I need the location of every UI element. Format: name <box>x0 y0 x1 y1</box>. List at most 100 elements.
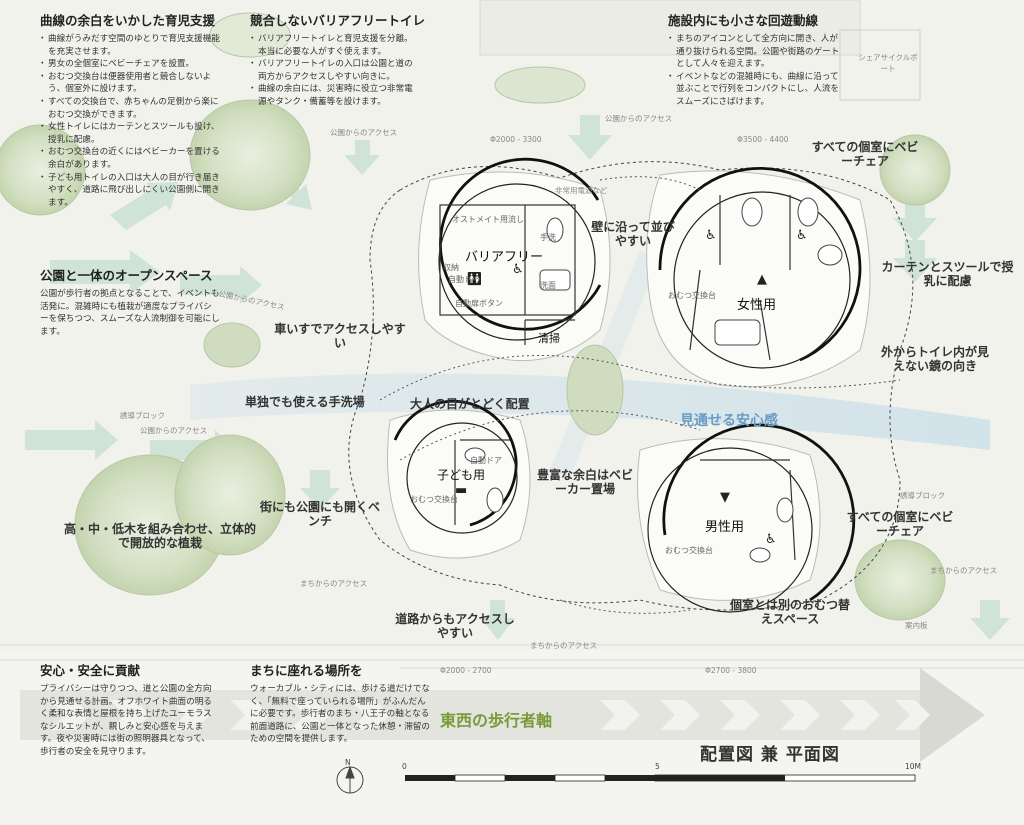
building-footprint <box>387 409 531 559</box>
block-safety-text: プライバシーは守りつつ、道と公園の全方向から見通せる計画。オフホワイト曲面の明る… <box>40 684 212 757</box>
block-safety: 安心・安全に貢献 プライバシーは守りつつ、道と公園の全方向から見通せる計画。オフ… <box>40 660 218 759</box>
access-label: 公園からのアクセス <box>140 426 208 435</box>
callout-babychair-female: すべての個室にベビーチェア <box>811 140 919 168</box>
baby-chair-icon: ♿︎ <box>705 228 717 243</box>
block-childcare-title: 曲線の余白をいかした育児支援 <box>40 13 216 28</box>
room-barrierfree: バリアフリー <box>465 250 544 265</box>
block-seating: まちに座れる場所を ウォーカブル・シティには、歩ける道だけでなく、「無料で座って… <box>250 660 430 746</box>
block-circulation-item: イベントなどの混雑時にも、曲線に沿って並ぶことで行列をコンパクトにし、人流をスム… <box>666 71 843 109</box>
braille-label: 誘導ブロック <box>900 491 945 500</box>
tree <box>854 539 946 621</box>
baby-changing-icon: ▬ <box>455 483 468 498</box>
fixture-label: 手洗 <box>540 233 556 242</box>
block-childcare-item: 女性トイレにはカーテンとスツールも設け、授乳に配慮。 <box>38 121 220 146</box>
access-arrow <box>180 266 262 304</box>
callout-changing: 個室とは別のおむつ替えスペース <box>729 598 850 626</box>
block-barrierfree-item: バリアフリートイレと育児支援を分離。本当に必要な人がすぐ使えます。 <box>248 33 420 58</box>
block-barrierfree-item: バリアフリートイレの入口は公園と道の両方からアクセスしやすい向きに。 <box>248 58 420 83</box>
pedestrian-axis-arrow <box>20 668 985 762</box>
access-label: まちからのアクセス <box>530 641 598 650</box>
fixture-label: 自動扉ボタン <box>455 299 503 308</box>
callout-babychair-male: すべての個室にベビーチェア <box>846 510 954 538</box>
drawing-title: 配置図 兼 平面図 <box>700 745 840 765</box>
access-label: 公園からのアクセス <box>605 114 673 123</box>
tree <box>494 66 586 104</box>
block-safety-title: 安心・安全に貢献 <box>40 663 141 678</box>
wheelchair-icon: ♿ <box>512 262 524 277</box>
block-circulation: 施設内にも小さな回遊動線 まちのアイコンとして全方向に開き、人が通り抜けられる空… <box>666 10 843 109</box>
fixture-label: 自動ドア <box>470 456 502 465</box>
tree <box>879 134 951 206</box>
share-cycle-label: シェアサイクルポート <box>858 53 918 73</box>
callout-mirror: 外からトイレ内が見えない鏡の向き <box>880 345 989 373</box>
block-barrierfree-title: 競合しないバリアフリートイレ <box>250 13 426 28</box>
block-openspace-title: 公園と一体のオープンスペース <box>40 268 213 283</box>
dimension-label: Φ2000 - 2700 <box>440 666 492 675</box>
dimension-label: Φ2000 - 3300 <box>490 135 542 144</box>
block-childcare-item: 子ども用トイレの入口は大人の目が行き届きやすく、道路に飛び出しにくい公園側に開き… <box>38 172 220 210</box>
access-arrow <box>970 600 1010 640</box>
fixture-label: 洗面 <box>540 281 556 290</box>
north-label: N <box>345 758 351 767</box>
pedestrian-axis-label: 東西の歩行者軸 <box>440 711 553 730</box>
scale-label-10: 10M <box>905 762 922 771</box>
block-seating-text: ウォーカブル・シティには、歩ける道だけでなく、「無料で座っていられる場所」がふん… <box>250 684 430 745</box>
callout-nursing: カーテンとスツールで授乳に配慮 <box>881 260 1014 288</box>
access-arrow <box>893 200 937 242</box>
callout-handwash: 単独でも使える手洗場 <box>245 395 365 409</box>
access-arrow <box>893 240 937 282</box>
callout-queue: 壁に沿って並びやすい <box>591 220 675 248</box>
fixture-label: おむつ交換台 <box>665 546 713 555</box>
male-wall <box>662 423 856 602</box>
access-arrow <box>50 250 160 294</box>
scale-label-5: 5 <box>655 762 660 771</box>
callout-planting: 高・中・低木を組み合わせ、立体的で開放的な植栽 <box>63 522 256 550</box>
tree <box>203 322 261 368</box>
room-male: 男性用 <box>705 520 745 535</box>
female-wall <box>658 166 862 362</box>
access-arrow <box>481 600 515 640</box>
block-childcare: 曲線の余白をいかした育児支援 曲線がうみだす空間のゆとりで育児支援機能を充実させ… <box>38 10 220 210</box>
block-seating-title: まちに座れる場所を <box>250 663 363 678</box>
callout-road-access: 道路からもアクセスしやすい <box>395 612 515 640</box>
room-kids: 子ども用 <box>437 468 486 482</box>
dimension-label: Φ2700 - 3800 <box>705 666 757 675</box>
access-label: まちからのアクセス <box>300 579 368 588</box>
fixture-label: オストメイト用流し <box>452 215 524 224</box>
baby-chair-icon: ♿︎ <box>765 532 777 547</box>
male-icon: ▼ <box>720 490 730 505</box>
block-childcare-item: 曲線がうみだす空間のゆとりで育児支援機能を充実させます。 <box>38 33 220 58</box>
fixture-label: おむつ交換台 <box>410 495 458 504</box>
baby-chair-icon: ♿︎ <box>796 228 808 243</box>
tree <box>566 344 624 436</box>
block-barrierfree: 競合しないバリアフリートイレ バリアフリートイレと育児支援を分離。本当に必要な人… <box>248 10 426 109</box>
building-footprint <box>418 171 611 362</box>
room-cleaning: 清掃 <box>538 332 560 345</box>
callout-strollers: 豊富な余白はベビーカー置場 <box>536 468 633 496</box>
block-circulation-title: 施設内にも小さな回遊動線 <box>668 13 819 28</box>
block-childcare-item: すべての交換台で、赤ちゃんの足側から楽におむつ交換ができます。 <box>38 96 220 121</box>
access-label: 公園からのアクセス <box>330 128 398 137</box>
callout-wheelchair: 車いすでアクセスしやすい <box>274 322 406 350</box>
access-arrow <box>568 115 612 160</box>
people-icon: 🚻︎ <box>466 272 483 287</box>
braille-label: 誘導ブロック <box>120 411 165 420</box>
scale-bar <box>405 774 916 782</box>
access-arrow <box>25 420 118 460</box>
access-arrow <box>300 470 340 510</box>
callout-adult-view: 大人の目がとどく配置 <box>410 397 530 411</box>
block-childcare-item: おむつ交換台は便器使用者と競合しないよう、個室外に設けます。 <box>38 71 220 96</box>
north-arrow <box>336 765 364 794</box>
fixture-label: 収納 <box>443 263 459 272</box>
block-barrierfree-item: 曲線の余白には、災害時に役立つ非常電源やタンク・備蓄等を設けます。 <box>248 83 420 108</box>
block-circulation-item: まちのアイコンとして全方向に開き、人が通り抜けられる空間。公園や街路のゲートとし… <box>666 33 843 71</box>
access-label: まちからのアクセス <box>930 566 998 575</box>
scale-label-0: 0 <box>402 762 407 771</box>
emergency-label: 非常用電源など <box>555 186 608 195</box>
block-openspace-text: 公園が歩行者の拠点となることで、イベントも活発に。混雑時にも植栽が適度なプライバ… <box>40 289 220 337</box>
female-icon: ▲ <box>757 272 767 287</box>
tree <box>174 434 286 556</box>
access-arrow <box>344 140 380 175</box>
room-female: 女性用 <box>737 298 777 313</box>
dimension-label: Φ3500 - 4400 <box>737 135 789 144</box>
